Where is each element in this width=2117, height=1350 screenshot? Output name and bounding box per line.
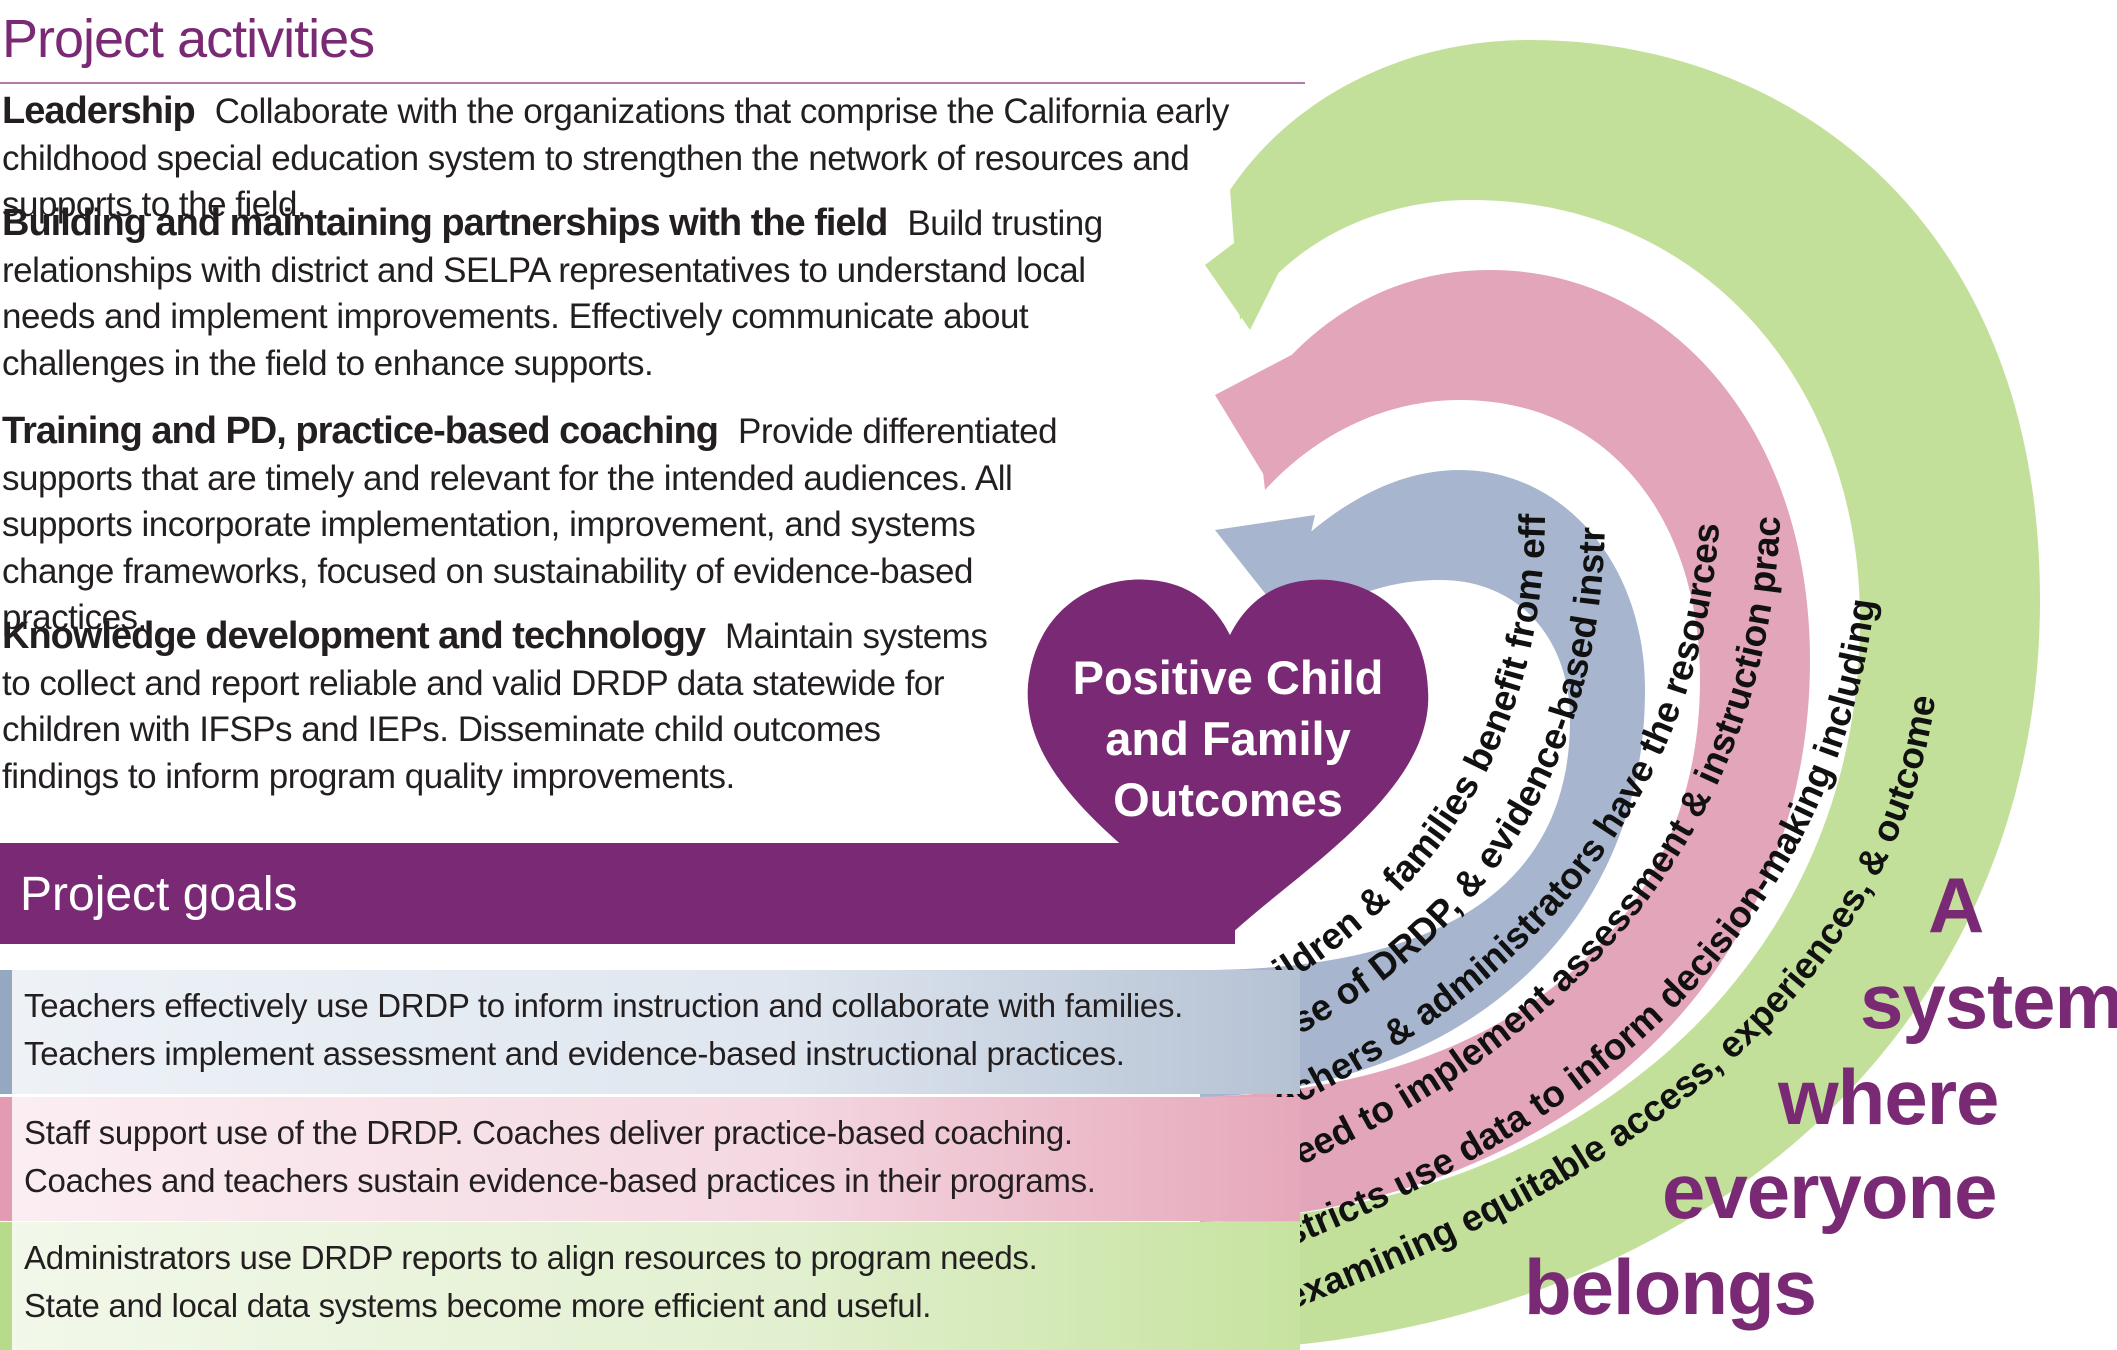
goal-text: Staff support use of the DRDP. Coaches d…	[24, 1109, 1096, 1205]
tagline-word: belongs	[1524, 1243, 1817, 1331]
goals-title: Project goals	[20, 868, 298, 921]
activity-text: Build trusting relationships with distri…	[2, 204, 1103, 383]
heart-line-2: and Family	[1105, 712, 1351, 765]
activity-partnerships: Building and maintaining partnerships wi…	[2, 200, 1152, 387]
goal-row-staff: Staff support use of the DRDP. Coaches d…	[0, 1097, 1300, 1221]
pink-arrowhead	[1215, 340, 1320, 485]
activity-heading: Building and maintaining partnerships wi…	[2, 202, 888, 244]
activity-heading: Leadership	[2, 90, 196, 132]
pink-arc	[1200, 270, 1810, 1222]
heart-line-1: Positive Child	[1073, 651, 1384, 704]
heart-line-3: Outcomes	[1113, 773, 1343, 826]
goals-header-band	[0, 843, 1235, 944]
green-arc	[1200, 40, 2040, 1350]
activities-divider	[0, 82, 1305, 84]
goal-color-bar	[0, 1097, 12, 1221]
tagline-word: A	[1928, 861, 1984, 949]
goal-line: Staff support use of the DRDP. Coaches d…	[24, 1114, 1073, 1151]
activity-text: Collaborate with the organizations that …	[2, 92, 1229, 224]
blue-arc	[1200, 470, 1645, 1097]
goal-text: Administrators use DRDP reports to align…	[24, 1234, 1038, 1330]
activity-text: Maintain systems to collect and report r…	[2, 617, 988, 796]
goal-text: Teachers effectively use DRDP to inform …	[24, 982, 1183, 1078]
activities-title: Project activities	[2, 9, 375, 69]
tagline-word: everyone	[1662, 1147, 1998, 1235]
activity-heading: Training and PD, practice-based coaching	[2, 410, 719, 452]
goal-line: Teachers implement assessment and eviden…	[24, 1035, 1125, 1072]
tagline-word: system	[1860, 957, 2117, 1045]
goal-line: Administrators use DRDP reports to align…	[24, 1239, 1038, 1276]
goal-row-administrators: Administrators use DRDP reports to align…	[0, 1222, 1300, 1350]
goal-color-bar	[0, 1222, 12, 1350]
green-arrowhead	[1205, 170, 1330, 330]
goal-row-teachers: Teachers effectively use DRDP to inform …	[0, 970, 1300, 1094]
activity-training: Training and PD, practice-based coaching…	[2, 408, 1062, 642]
tagline-word: where	[1778, 1053, 1999, 1141]
goal-line: Coaches and teachers sustain evidence-ba…	[24, 1162, 1096, 1199]
activity-heading: Knowledge development and technology	[2, 615, 706, 657]
goal-line: State and local data systems become more…	[24, 1287, 932, 1324]
goal-line: Teachers effectively use DRDP to inform …	[24, 987, 1184, 1024]
activity-text: Provide differentiated supports that are…	[2, 412, 1058, 637]
goal-color-bar	[0, 970, 12, 1094]
